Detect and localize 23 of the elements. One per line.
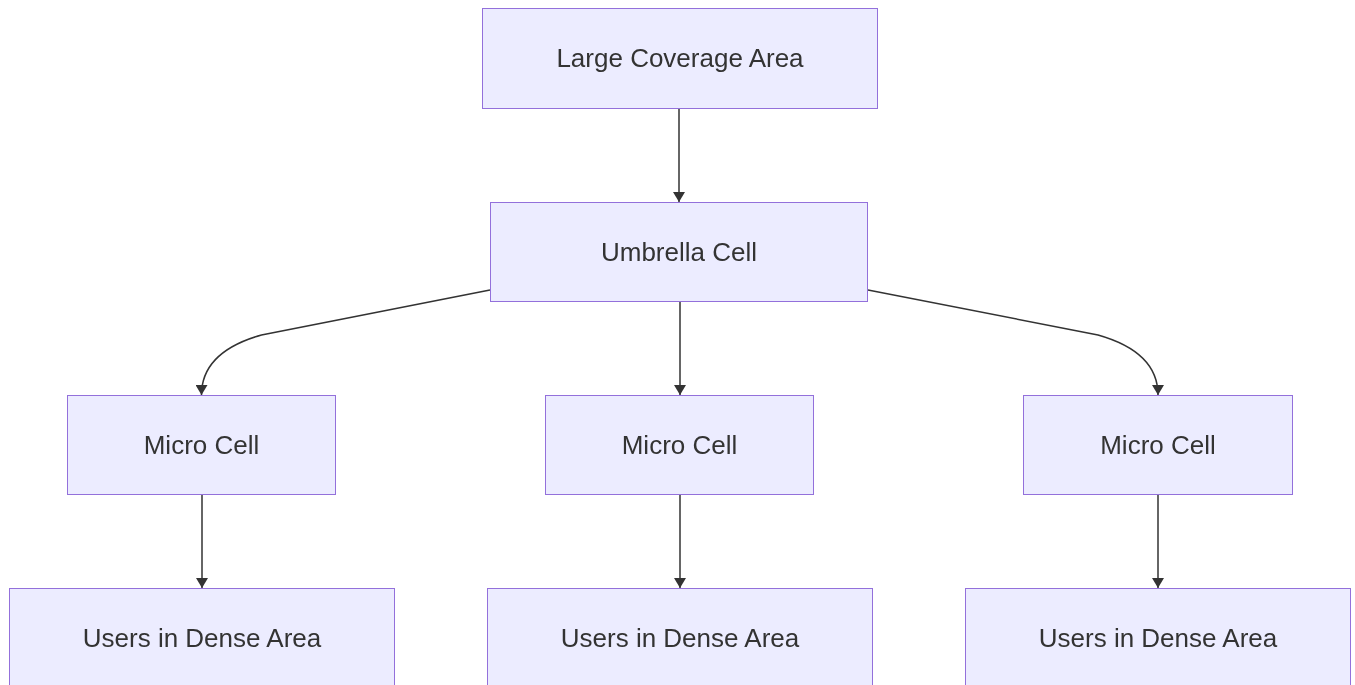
box-label: Users in Dense Area bbox=[82, 621, 322, 655]
process-box bbox=[9, 588, 395, 685]
arrow bbox=[867, 289, 1164, 396]
arrow bbox=[196, 289, 491, 396]
arrow bbox=[196, 494, 208, 589]
process-box bbox=[1023, 395, 1293, 495]
arrow bbox=[674, 494, 686, 589]
arrow bbox=[1152, 494, 1164, 589]
box-label: Users in Dense Area bbox=[1038, 621, 1278, 655]
box-label: Large Coverage Area bbox=[556, 42, 804, 75]
process-box bbox=[490, 202, 868, 302]
box-label: Micro Cell bbox=[143, 428, 260, 462]
box-label: Micro Cell bbox=[1100, 428, 1216, 462]
arrow bbox=[674, 301, 686, 396]
process-box bbox=[487, 588, 873, 685]
process-box bbox=[67, 395, 336, 495]
process-box bbox=[545, 395, 814, 495]
process-box bbox=[965, 588, 1351, 685]
arrow bbox=[673, 108, 685, 203]
box-label: Umbrella Cell bbox=[600, 235, 757, 269]
box-label: Users in Dense Area bbox=[560, 621, 800, 655]
box-label: Micro Cell bbox=[621, 428, 738, 462]
process-box bbox=[482, 8, 878, 109]
